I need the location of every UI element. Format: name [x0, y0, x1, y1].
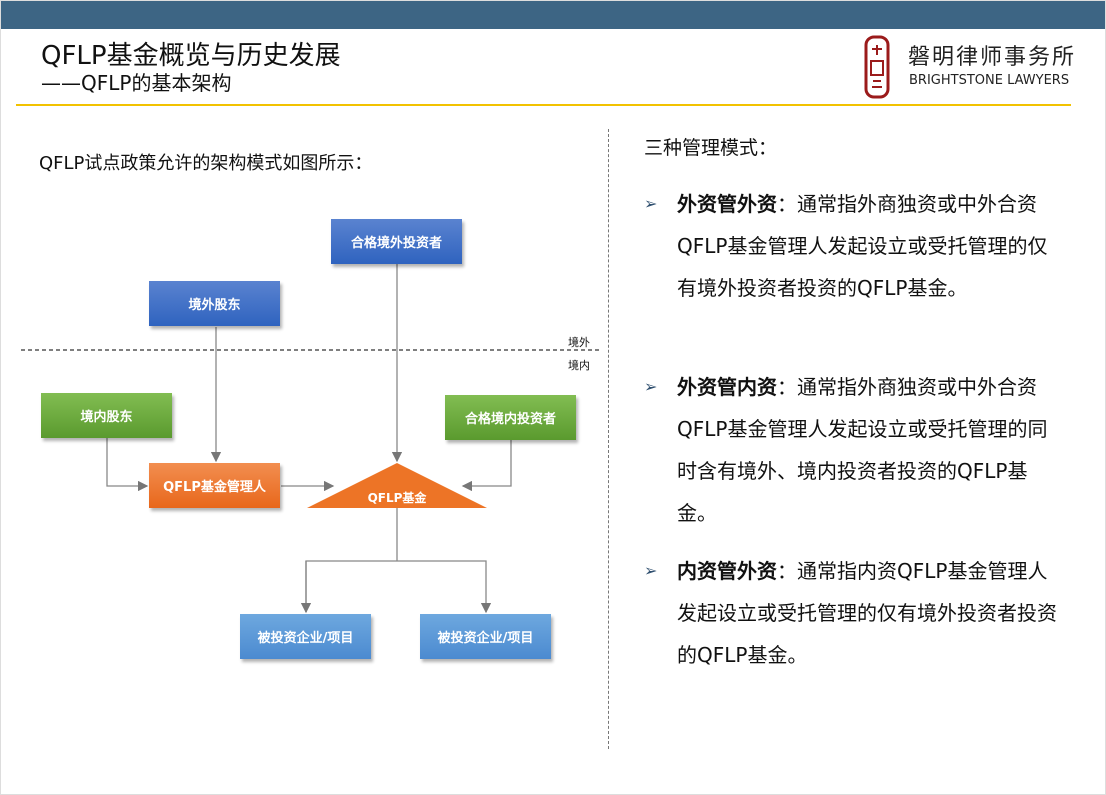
modes-heading: 三种管理模式： [644, 137, 778, 159]
firm-name: 磐明律师事务所 [908, 45, 1077, 70]
offshore-label: 境外 [568, 336, 590, 349]
mode-name: 外资管内资 [677, 375, 777, 399]
mode-desc: ：通常指外商独资或中外合资QFLP基金管理人发起设立或受托管理的仅有境外投资者投… [677, 192, 1048, 300]
fund-label: QFLP基金 [367, 491, 427, 505]
page-subtitle: ——QFLP的基本架构 [41, 71, 232, 95]
portfolio-company-box: 被投资企业/项目 [420, 614, 551, 659]
diagram-connectors [21, 264, 601, 614]
arrow-bullet-icon: ➢ [644, 194, 658, 213]
qflp-fund-triangle [307, 463, 487, 508]
arrow-bullet-icon: ➢ [644, 561, 658, 580]
firm-name-en: BRIGHTSTONE LAWYERS [909, 73, 1070, 88]
page-title: QFLP基金概览与历史发展 [41, 41, 341, 71]
mode-item: ➢ 外资管外资：通常指外商独资或中外合资QFLP基金管理人发起设立或受托管理的仅有… [644, 183, 1064, 309]
mode-item: ➢ 外资管内资：通常指外商独资或中外合资QFLP基金管理人发起设立或受托管理的同时… [644, 366, 1064, 534]
mode-desc: ：通常指内资QFLP基金管理人发起设立或受托管理的仅有境外投资者投资的QFLP基… [677, 559, 1057, 667]
fund-manager-box: QFLP基金管理人 [149, 463, 280, 508]
mode-name: 外资管外资 [677, 192, 777, 216]
header-rule [16, 104, 1071, 106]
portfolio-company-box: 被投资企业/项目 [240, 614, 371, 659]
column-divider [608, 129, 609, 749]
seal-logo-icon [864, 35, 890, 99]
qualified-foreign-investor-box: 合格境外投资者 [331, 219, 462, 264]
diagram-intro: QFLP试点政策允许的架构模式如图所示： [39, 153, 373, 174]
mode-desc: ：通常指外商独资或中外合资QFLP基金管理人发起设立或受托管理的同时含有境外、境… [677, 375, 1048, 525]
onshore-label: 境内 [568, 359, 590, 372]
domestic-shareholder-box: 境内股东 [41, 393, 172, 438]
qualified-domestic-investor-box: 合格境内投资者 [445, 395, 576, 440]
arrow-bullet-icon: ➢ [644, 377, 658, 396]
foreign-shareholder-box: 境外股东 [149, 281, 280, 326]
mode-name: 内资管外资 [677, 559, 777, 583]
top-bar [1, 1, 1105, 29]
mode-item: ➢ 内资管外资：通常指内资QFLP基金管理人发起设立或受托管理的仅有境外投资者投资… [644, 550, 1064, 676]
